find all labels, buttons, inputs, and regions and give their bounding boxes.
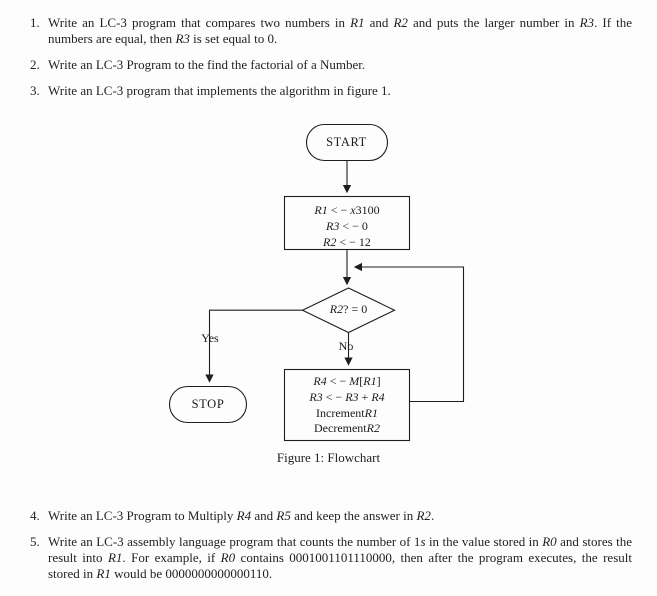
problem-number: 4. (30, 508, 40, 523)
process-box-line: R3 < − R3 + R4 (309, 389, 385, 404)
problem-text: Write an LC-3 program that implements th… (48, 83, 391, 98)
problem-item-1: 1. Write an LC-3 program that compares t… (30, 15, 632, 47)
problem-list-top: 1. Write an LC-3 program that compares t… (30, 15, 632, 109)
decision-label: R2? = 0 (329, 302, 368, 316)
problem-item-5: 5. Write an LC-3 assembly language progr… (30, 534, 632, 582)
stop-label: STOP (191, 397, 225, 411)
problem-number: 3. (30, 83, 40, 98)
figure-caption: Figure 1: Flowchart (276, 450, 381, 465)
problem-item-2: 2. Write an LC-3 Program to the find the… (30, 57, 632, 73)
problem-text: Write an LC-3 program that compares two … (48, 15, 632, 46)
process-box-shape (283, 368, 411, 442)
no-branch-label: No (338, 339, 354, 353)
connector-loop-back (353, 262, 465, 403)
problem-number: 5. (30, 534, 40, 549)
process-box-line: DecrementR2 (314, 421, 380, 436)
problem-number: 2. (30, 57, 40, 72)
init-box-line: R1 < − x3100 (314, 203, 380, 217)
problem-item-4: 4. Write an LC-3 Program to Multiply R4 … (30, 508, 632, 524)
problem-text: Write an LC-3 Program to Multiply R4 and… (48, 508, 435, 523)
problem-number: 1. (30, 15, 40, 30)
process-box-line: IncrementR1 (316, 405, 378, 420)
problem-text: Write an LC-3 assembly language program … (48, 534, 633, 581)
connector-yes-to-stop (205, 309, 303, 383)
init-box-line: R3 < − 0 (326, 219, 368, 233)
process-box-line: R4 < − M[R1] (313, 374, 381, 388)
problem-list-bottom: 4. Write an LC-3 Program to Multiply R4 … (30, 508, 632, 592)
stop-node-shape (168, 385, 248, 424)
start-label: START (326, 134, 367, 149)
init-box-line: R2 < − 12 (323, 235, 371, 249)
process-box-text: R4 < − M[R1] R3 < − R3 + R4 IncrementR1 … (284, 374, 410, 437)
problem-text: Write an LC-3 Program to the find the fa… (48, 57, 366, 72)
problem-item-3: 3. Write an LC-3 program that implements… (30, 83, 632, 99)
init-box-text: R1 < − x3100 R3 < − 0 R2 < − 12 (284, 202, 410, 250)
yes-branch-label: Yes (201, 331, 219, 345)
